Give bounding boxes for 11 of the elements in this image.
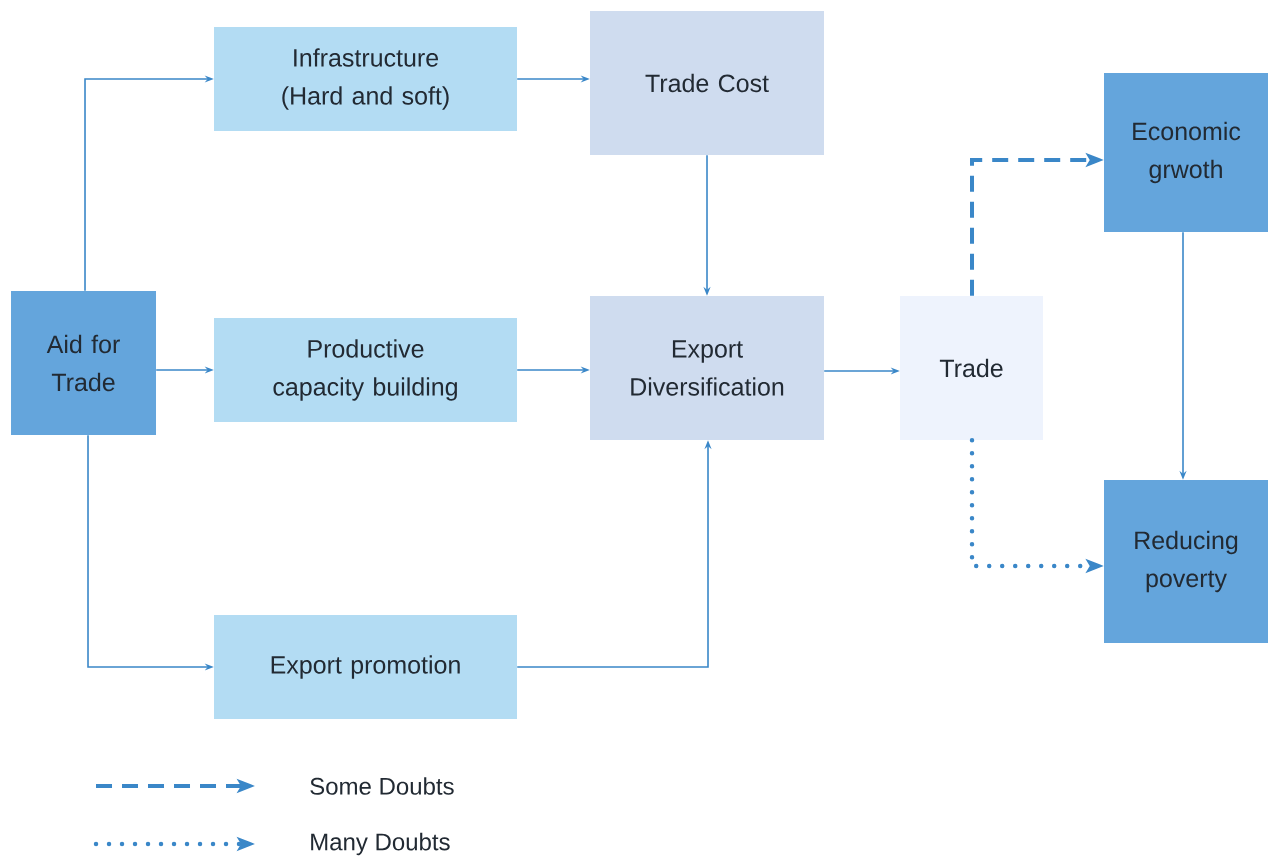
- process-box: Reducing poverty: [1104, 480, 1268, 643]
- process-box: Productive capacity building: [214, 318, 517, 422]
- process-box: Infrastructure (Hard and soft): [214, 27, 517, 131]
- legend-label: Many Doubts: [311, 832, 450, 856]
- process-box: Trade Cost: [590, 11, 824, 155]
- process-box: Aid for Trade: [11, 291, 156, 435]
- process-box: Trade: [900, 296, 1043, 440]
- legend-label: Some Doubts: [310, 777, 454, 795]
- process-box: Economic grwoth: [1104, 73, 1268, 232]
- process-box: Export Diversification: [590, 296, 824, 440]
- process-box: Export promotion: [214, 615, 517, 719]
